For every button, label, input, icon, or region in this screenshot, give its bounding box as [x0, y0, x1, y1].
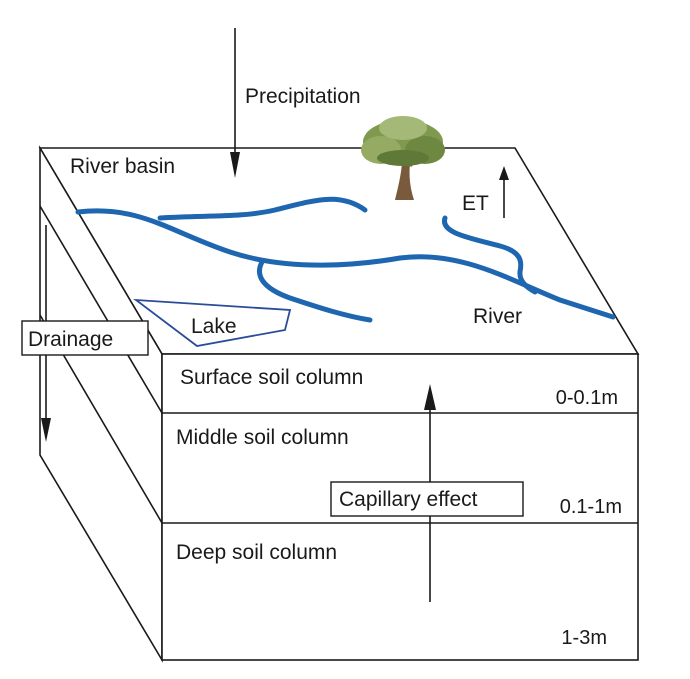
tree-icon — [361, 116, 445, 200]
precipitation-label: Precipitation — [245, 85, 361, 108]
layer-name-surface: Surface soil column — [180, 366, 363, 389]
river-network — [75, 196, 616, 323]
river-branch-lower — [257, 259, 373, 323]
block-outline — [38, 145, 640, 663]
layer-depth-middle: 0.1-1m — [560, 496, 622, 518]
lake-shape — [133, 298, 292, 347]
river-branch-right — [442, 215, 538, 295]
river-basin-label: River basin — [70, 155, 175, 178]
main-river — [75, 208, 616, 320]
precipitation-arrow — [230, 28, 240, 178]
drainage-label: Drainage — [28, 328, 113, 351]
river-branch-upper — [157, 196, 368, 221]
river-label: River — [473, 305, 522, 328]
drainage-box — [21, 320, 149, 356]
layer-name-deep: Deep soil column — [176, 541, 337, 564]
layer-depth-surface: 0-0.1m — [556, 387, 618, 409]
et-arrow — [499, 166, 509, 218]
tree-canopy-4 — [379, 116, 427, 140]
side-divider-1 — [39, 205, 163, 414]
capillary-label: Capillary effect — [339, 488, 478, 511]
layer-name-middle: Middle soil column — [176, 426, 349, 449]
tree-canopy-5 — [377, 150, 429, 166]
lake-label: Lake — [191, 315, 237, 338]
layer-depth-deep: 1-3m — [561, 627, 607, 649]
et-label: ET — [462, 192, 489, 215]
capillary-box — [330, 481, 524, 517]
